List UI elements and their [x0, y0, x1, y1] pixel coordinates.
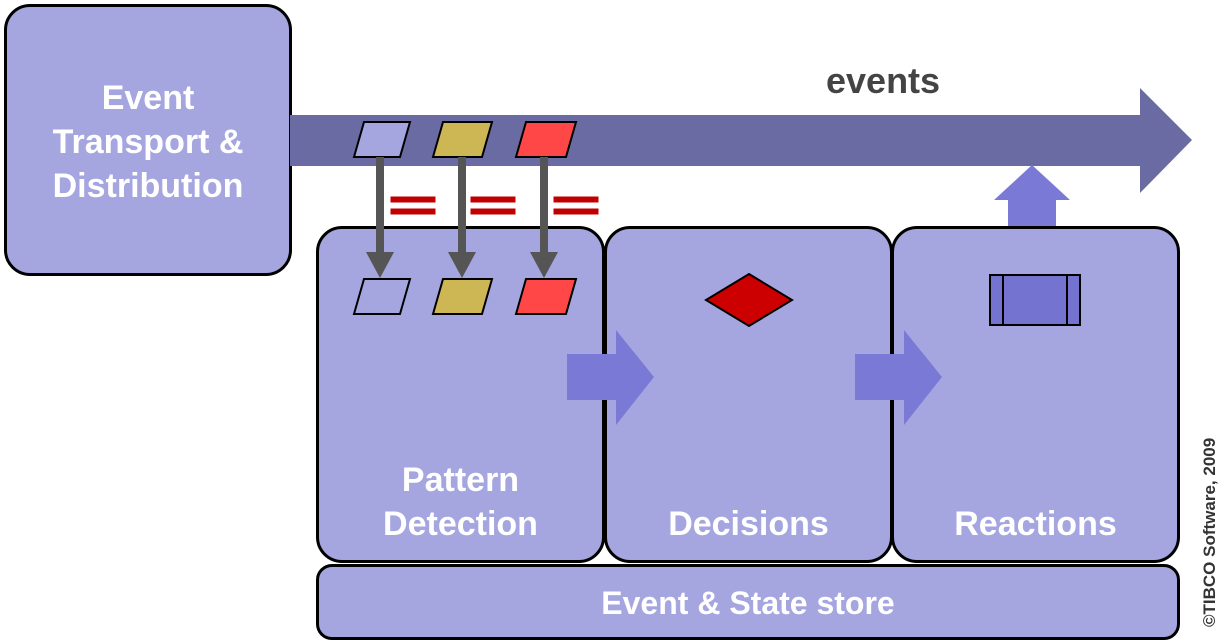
pattern-line-1: Pattern	[401, 461, 520, 499]
copyright-text: ©TIBCO Software, 2009	[1200, 437, 1219, 627]
event-transport-box	[4, 4, 292, 276]
transport-line-3: Distribution	[52, 167, 244, 205]
event-red-detected	[514, 278, 578, 315]
down-arrow-3	[530, 157, 558, 278]
transport-line-1: Event	[101, 79, 195, 117]
event-blue-top	[352, 121, 412, 158]
transport-line-2: Transport &	[52, 123, 244, 161]
event-red-top	[514, 121, 578, 158]
events-label: events	[826, 60, 941, 101]
equals-sign-1	[389, 195, 437, 216]
equals-sign-2	[469, 195, 517, 216]
events-stream-arrow	[290, 88, 1192, 193]
reactions-label: Reactions	[954, 505, 1117, 543]
down-arrow-2	[448, 157, 476, 278]
event-blue-detected	[352, 278, 412, 315]
transport-box-label: Event Transport & Distribution	[4, 76, 292, 208]
flow-arrow-detection-to-decisions	[567, 330, 654, 425]
decisions-label: Decisions	[668, 505, 829, 543]
reaction-output-arrow	[994, 165, 1070, 226]
reaction-process-icon	[989, 274, 1081, 326]
event-gold-top	[431, 121, 494, 158]
event-state-store-box	[316, 564, 1180, 640]
pattern-line-2: Detection	[383, 505, 538, 543]
reactions-box	[891, 226, 1180, 563]
event-state-store-label: Event & State store	[601, 585, 895, 621]
decision-diamond-icon	[704, 272, 794, 328]
pattern-detection-label: Pattern Detection	[316, 458, 605, 546]
event-gold-detected	[431, 278, 494, 315]
down-arrow-1	[366, 157, 394, 278]
equals-sign-3	[552, 195, 600, 216]
flow-arrow-decisions-to-reactions	[855, 330, 942, 425]
